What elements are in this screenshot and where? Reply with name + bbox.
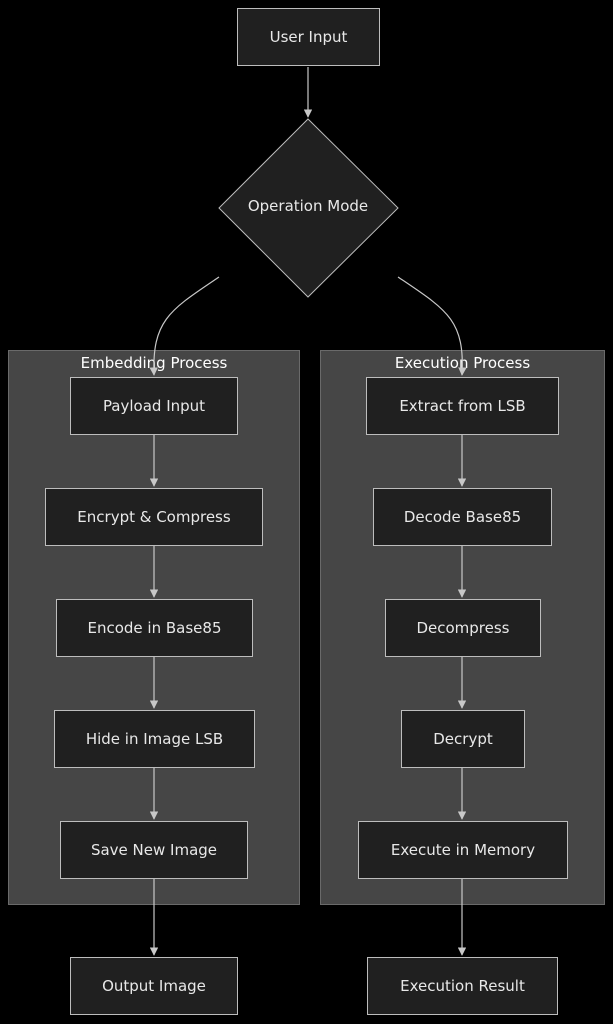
payload-input-label: Payload Input — [102, 397, 206, 415]
decode-base85-node: Decode Base85 — [373, 488, 552, 546]
decompress-node: Decompress — [385, 599, 541, 657]
output-image-node: Output Image — [70, 957, 238, 1015]
output-image-label: Output Image — [102, 977, 206, 995]
execute-memory-node: Execute in Memory — [358, 821, 568, 879]
save-image-label: Save New Image — [90, 841, 218, 859]
operation-mode-label: Operation Mode — [247, 197, 369, 215]
edge-mode-to-embedding — [149, 276, 220, 376]
decode-base85-label: Decode Base85 — [403, 508, 522, 526]
extract-lsb-node: Extract from LSB — [366, 377, 559, 435]
user-input-label: User Input — [269, 28, 348, 46]
payload-input-node: Payload Input — [70, 377, 238, 435]
encrypt-compress-label: Encrypt & Compress — [77, 508, 231, 526]
hide-lsb-label: Hide in Image LSB — [85, 730, 224, 748]
execute-memory-label: Execute in Memory — [390, 841, 536, 859]
encrypt-compress-node: Encrypt & Compress — [45, 488, 263, 546]
extract-lsb-label: Extract from LSB — [399, 397, 526, 415]
decrypt-node: Decrypt — [401, 710, 525, 768]
user-input-node: User Input — [237, 8, 380, 66]
save-image-node: Save New Image — [60, 821, 248, 879]
edge-mode-to-execution — [397, 276, 467, 376]
hide-lsb-node: Hide in Image LSB — [54, 710, 255, 768]
decrypt-label: Decrypt — [433, 730, 493, 748]
operation-mode-diamond — [218, 118, 399, 298]
encode-base85-node: Encode in Base85 — [56, 599, 253, 657]
execution-result-label: Execution Result — [400, 977, 525, 995]
encode-base85-label: Encode in Base85 — [87, 619, 222, 637]
decompress-label: Decompress — [416, 619, 510, 637]
execution-result-node: Execution Result — [367, 957, 558, 1015]
